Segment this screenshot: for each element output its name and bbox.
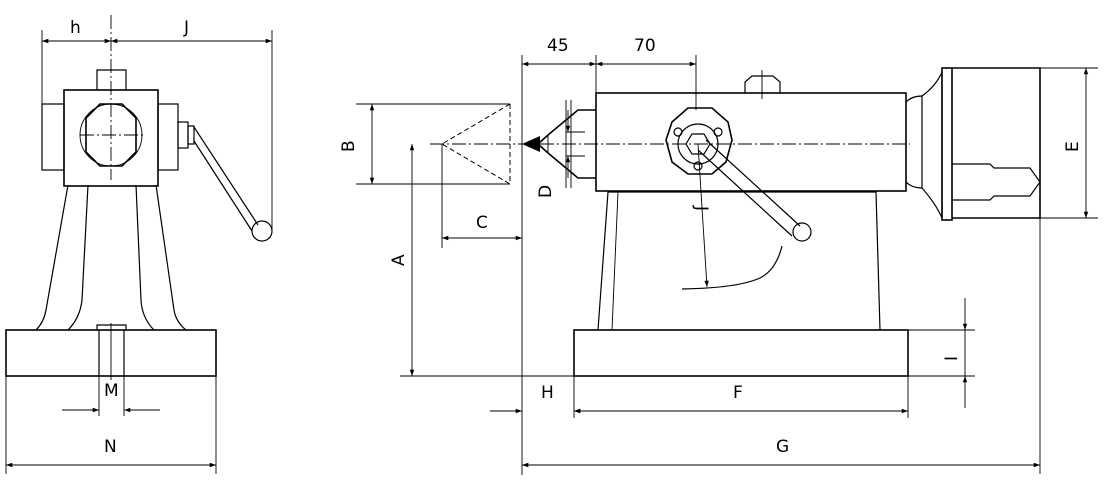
dim-j-arm-label: J bbox=[691, 205, 711, 211]
bolt-hole-3 bbox=[693, 161, 703, 171]
dim-j-radius bbox=[697, 143, 709, 288]
dim-b-label: B bbox=[339, 140, 359, 152]
front-top-boss bbox=[744, 75, 781, 93]
side-view bbox=[5, 15, 273, 380]
side-handle-collar bbox=[187, 125, 195, 145]
handwheel-disc bbox=[952, 67, 1041, 219]
quill-hex bbox=[685, 133, 711, 155]
dim-d-label: D bbox=[536, 185, 556, 198]
dim-j-label: J bbox=[183, 18, 189, 38]
side-leg-left-inner bbox=[67, 184, 89, 331]
side-leg-left-outer bbox=[35, 184, 69, 331]
dim-h-label: h bbox=[70, 18, 81, 38]
front-base bbox=[573, 329, 909, 377]
dim-m-label: M bbox=[104, 381, 119, 401]
dim-g-label: G bbox=[776, 437, 789, 457]
front-lever-knob bbox=[792, 222, 812, 242]
dim-c-label: C bbox=[476, 213, 488, 233]
front-pedestal bbox=[597, 191, 881, 331]
side-head-side bbox=[157, 103, 179, 171]
quill-circle bbox=[677, 123, 719, 165]
lever-swing-arc bbox=[681, 245, 783, 290]
dim-f-label: F bbox=[733, 383, 743, 403]
dim-e-label: E bbox=[1063, 141, 1083, 152]
dim-h-front-label: H bbox=[541, 383, 554, 403]
dim-n-label: N bbox=[104, 437, 117, 457]
side-leg-right-outer bbox=[155, 184, 187, 331]
dim-a-label: A bbox=[389, 254, 409, 266]
bolt-hole-2 bbox=[713, 127, 723, 137]
dim-45-label: 45 bbox=[547, 36, 569, 56]
side-head-back bbox=[41, 103, 65, 171]
front-lever bbox=[697, 139, 801, 237]
side-leg-right-inner bbox=[135, 184, 155, 331]
dim-70-label: 70 bbox=[634, 36, 656, 56]
side-top-boss bbox=[96, 69, 127, 90]
side-handle-hub bbox=[177, 121, 189, 149]
rear-cap bbox=[905, 95, 923, 189]
side-dimensions: h J M N bbox=[5, 18, 273, 474]
side-tslot bbox=[96, 324, 127, 376]
side-handle-knob bbox=[251, 220, 273, 242]
wheel-handle bbox=[952, 163, 1041, 201]
front-dimensions: 45 70 B A C D E H F I bbox=[339, 36, 1098, 474]
front-view: J bbox=[400, 55, 1041, 475]
front-body bbox=[595, 92, 907, 192]
front-quill-octagon bbox=[665, 107, 733, 175]
dim-i-label: I bbox=[942, 356, 962, 361]
bolt-hole-1 bbox=[673, 127, 683, 137]
rear-flange bbox=[921, 71, 943, 219]
side-handle-lever bbox=[193, 126, 259, 232]
handwheel-rim bbox=[941, 67, 953, 221]
